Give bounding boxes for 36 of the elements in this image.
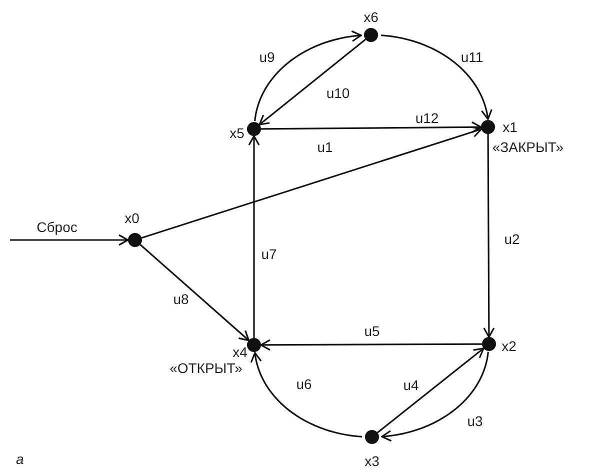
edge-label: u10 (324, 85, 352, 101)
arrow (376, 348, 484, 434)
edge-label: u8 (171, 291, 191, 307)
edge-label: Сброс (34, 219, 80, 235)
edge-label: u9 (257, 49, 277, 65)
edge-label: u3 (465, 413, 485, 429)
edge-label: u12 (413, 110, 441, 126)
arrow (483, 134, 495, 338)
arrow (10, 234, 129, 246)
edge-label: u1 (315, 139, 335, 155)
arrow (254, 30, 362, 122)
arrow (248, 135, 260, 338)
state-label: x4 (232, 345, 248, 359)
state-label: x6 (364, 10, 378, 24)
state-caption: «ЗАКРЫТ» (492, 140, 564, 154)
arrow (261, 121, 482, 133)
state-label: x1 (502, 120, 518, 134)
arrow (258, 38, 366, 126)
state-caption: «ОТКРЫТ» (170, 361, 242, 375)
arrow (260, 339, 482, 351)
arrow (380, 34, 492, 120)
edge-label: u4 (401, 377, 421, 393)
state-label: x3 (364, 454, 380, 468)
state-label: x5 (230, 126, 244, 140)
arrow (140, 244, 250, 342)
state-label: x2 (502, 339, 516, 353)
edge-label: u5 (362, 323, 382, 339)
arrow (381, 352, 489, 442)
arrow (250, 352, 362, 438)
figure-letter: а (16, 452, 24, 466)
edge-label: u2 (502, 231, 522, 247)
edge-label: u6 (294, 376, 314, 392)
arrow (141, 126, 482, 239)
state-label: x0 (124, 211, 140, 225)
edge-label: u7 (259, 246, 279, 262)
edge-label: u11 (458, 49, 486, 65)
